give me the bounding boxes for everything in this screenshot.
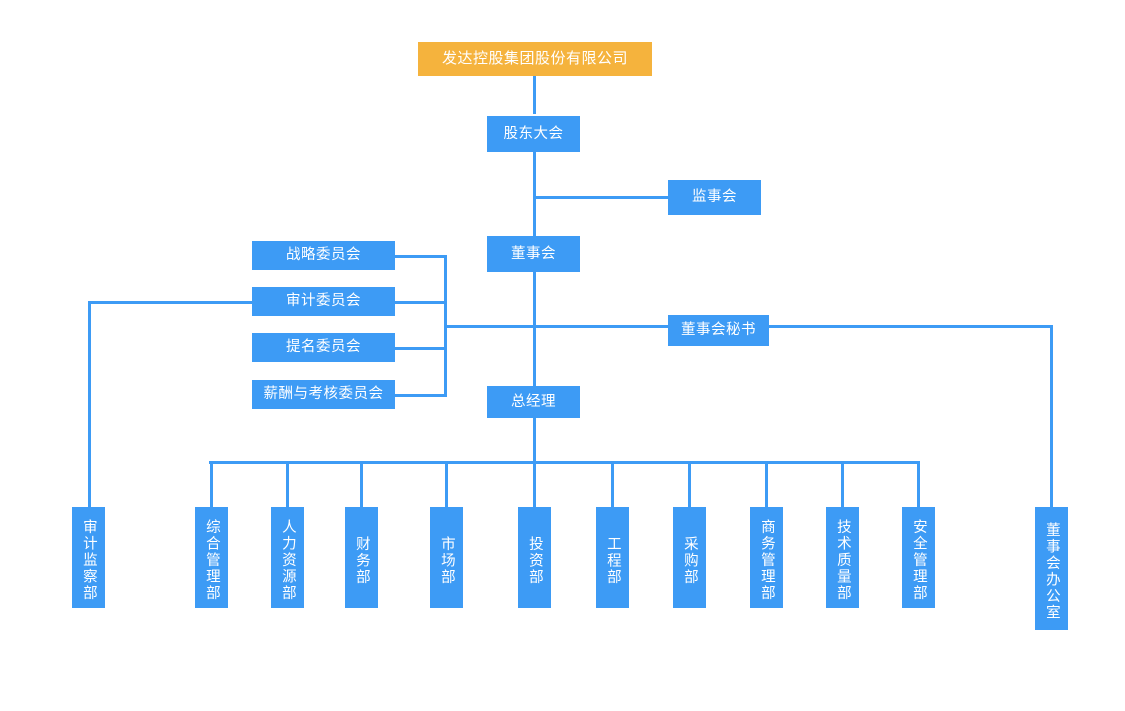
connector-committee-stub-4 xyxy=(394,394,447,397)
connector-committee-stub-3 xyxy=(394,347,447,350)
connector-committee-stub-2 xyxy=(394,301,447,304)
connector-shareholders-to-board xyxy=(533,152,536,236)
connector-department-bus xyxy=(209,461,919,464)
node-dept-technical-quality[interactable]: 技术质量部 xyxy=(826,507,859,608)
connector-drop-dept-5 xyxy=(445,461,448,507)
node-dept-engineering[interactable]: 工程部 xyxy=(596,507,629,608)
node-committee-compensation[interactable]: 薪酬与考核委员会 xyxy=(252,380,395,409)
node-dept-general-management[interactable]: 综合管理部 xyxy=(195,507,228,608)
node-board-of-directors[interactable]: 董事会 xyxy=(487,236,580,272)
connector-spine-to-secretary xyxy=(533,325,670,328)
node-dept-human-resources[interactable]: 人力资源部 xyxy=(271,507,304,608)
connector-gm-to-bus xyxy=(533,418,536,463)
connector-drop-dept-9 xyxy=(765,461,768,507)
node-board-of-supervisors[interactable]: 监事会 xyxy=(668,180,761,215)
connector-audit-committee-to-left xyxy=(88,301,254,304)
node-dept-audit-supervision[interactable]: 审计监察部 xyxy=(72,507,105,608)
connector-committee-stub-1 xyxy=(394,255,447,258)
node-dept-board-office[interactable]: 董事会办公室 xyxy=(1035,507,1068,630)
connector-drop-dept-8 xyxy=(688,461,691,507)
connector-drop-dept-4 xyxy=(360,461,363,507)
connector-left-down-to-audit-dept xyxy=(88,301,91,507)
node-committee-nomination[interactable]: 提名委员会 xyxy=(252,333,395,362)
node-dept-finance[interactable]: 财务部 xyxy=(345,507,378,608)
connector-supervisors-branch xyxy=(533,196,671,199)
node-board-secretary[interactable]: 董事会秘书 xyxy=(668,315,769,346)
connector-drop-dept-2 xyxy=(210,461,213,507)
node-root-company[interactable]: 发达控股集团股份有限公司 xyxy=(418,42,652,76)
connector-right-down-to-board-office xyxy=(1050,325,1053,507)
connector-drop-dept-10 xyxy=(841,461,844,507)
connector-drop-dept-6 xyxy=(533,461,536,507)
node-committee-strategy[interactable]: 战略委员会 xyxy=(252,241,395,270)
node-dept-safety-management[interactable]: 安全管理部 xyxy=(902,507,935,608)
node-general-manager[interactable]: 总经理 xyxy=(487,386,580,418)
connector-root-to-shareholders xyxy=(533,76,536,114)
connector-drop-dept-7 xyxy=(611,461,614,507)
connector-drop-dept-3 xyxy=(286,461,289,507)
connector-board-to-gm xyxy=(533,272,536,386)
node-dept-investment[interactable]: 投资部 xyxy=(518,507,551,608)
connector-drop-dept-11 xyxy=(917,461,920,507)
node-dept-marketing[interactable]: 市场部 xyxy=(430,507,463,608)
connector-secretary-to-right xyxy=(769,325,1053,328)
connector-committee-trunk-to-spine xyxy=(444,325,536,328)
node-dept-procurement[interactable]: 采购部 xyxy=(673,507,706,608)
node-shareholders-meeting[interactable]: 股东大会 xyxy=(487,116,580,152)
node-dept-business-management[interactable]: 商务管理部 xyxy=(750,507,783,608)
node-committee-audit[interactable]: 审计委员会 xyxy=(252,287,395,316)
